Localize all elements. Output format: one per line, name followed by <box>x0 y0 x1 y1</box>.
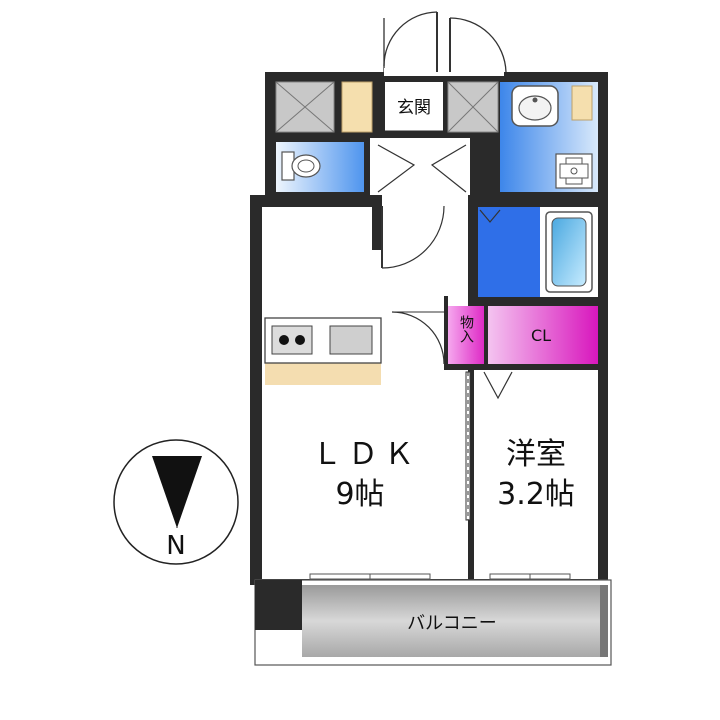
bathtub-icon <box>545 211 593 293</box>
compass: N <box>113 439 239 565</box>
main-hallway <box>372 195 468 295</box>
upper-hall-link <box>372 138 468 208</box>
ldk-name: ＬＤＫ <box>312 437 420 472</box>
stove-icon <box>271 325 313 355</box>
entrance-shelf <box>341 81 373 133</box>
storage-label: 物入 <box>458 315 474 343</box>
entrance-label: 玄関 <box>397 98 431 118</box>
washroom-shelf <box>571 85 593 121</box>
balcony-rail <box>600 585 608 657</box>
storage <box>448 306 484 364</box>
compass-label: N <box>166 531 185 561</box>
ldk-size: 9帖 <box>335 477 384 512</box>
upper-block: 玄関 <box>265 72 608 202</box>
washer-tap-icon <box>555 153 593 189</box>
entrance-area <box>384 82 444 132</box>
kitchen <box>264 317 382 385</box>
entrance-door-gap <box>384 68 504 76</box>
kitchen-counter <box>265 363 381 385</box>
balcony-floor <box>302 585 606 657</box>
toilet-icon <box>281 151 321 181</box>
front-doors <box>383 11 507 73</box>
main-walls: CL 物入 <box>250 195 608 585</box>
washbasin-icon <box>511 85 559 127</box>
interior-doors <box>377 144 513 400</box>
western-room-name: 洋室 <box>506 437 566 472</box>
sliding-door <box>465 371 471 521</box>
balcony: バルコニー <box>254 579 612 666</box>
balcony-label: バルコニー <box>407 613 497 634</box>
bathroom-floor <box>478 207 540 297</box>
sink-icon <box>329 325 373 355</box>
western-room-size: 3.2帖 <box>497 477 575 512</box>
western-room <box>474 370 598 579</box>
balcony-pillar <box>255 580 302 630</box>
partitions <box>372 195 598 579</box>
closet-label: CL <box>531 326 551 345</box>
closet <box>488 306 598 364</box>
